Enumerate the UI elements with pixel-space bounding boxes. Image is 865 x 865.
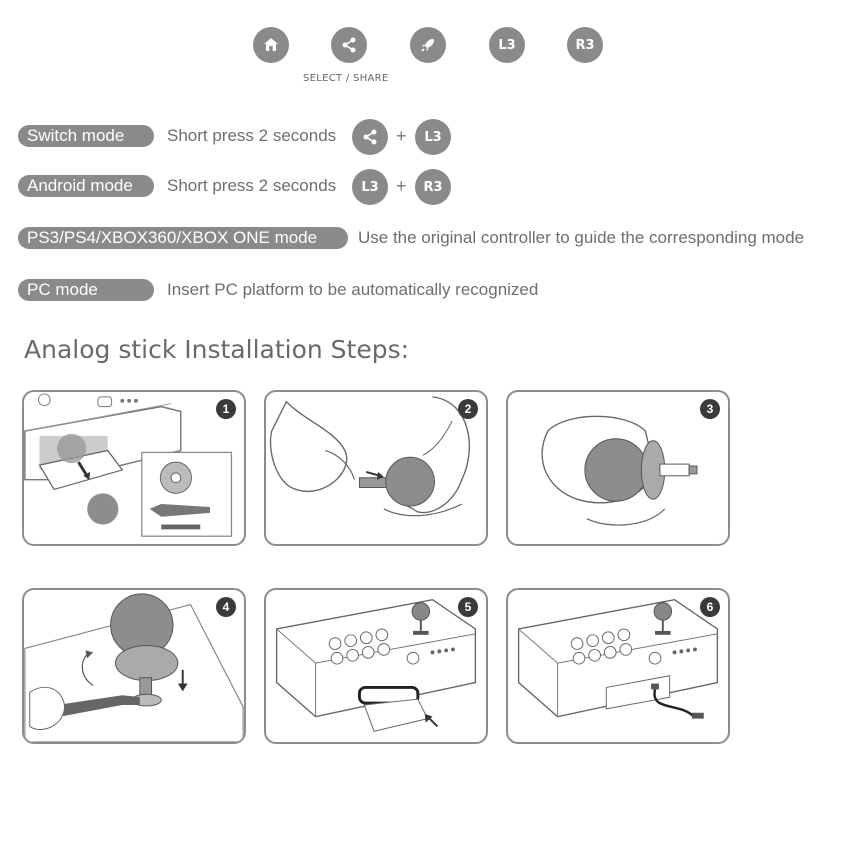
pc-mode-label: PC mode <box>18 279 154 301</box>
android-mode-description: Short press 2 seconds <box>167 176 337 195</box>
step-6-number: 6 <box>700 597 720 617</box>
step-1-illustration <box>24 393 233 537</box>
android-combo-plus: + <box>396 176 407 196</box>
share-caption: SELECT / SHARE <box>303 73 389 84</box>
switch-mode-description: Short press 2 seconds <box>167 126 337 145</box>
turbo-button-icon <box>410 27 446 63</box>
step-5-illustration <box>275 599 477 732</box>
step-4-panel: 4 <box>22 588 246 744</box>
switch-combo-l3-icon: L3 <box>415 119 451 155</box>
step-1-panel: 1 <box>22 390 246 546</box>
step-3-illustration <box>541 415 698 526</box>
android-combo-l3-icon: L3 <box>352 169 388 205</box>
share-icon <box>363 129 377 145</box>
rocket-icon <box>421 39 434 52</box>
switch-mode-label: Switch mode <box>18 125 154 147</box>
r3-button-icon: R3 <box>567 27 603 63</box>
console-mode-description: Use the original controller to guide the… <box>358 228 805 247</box>
android-combo-r3-icon: R3 <box>415 169 451 205</box>
step-2-number: 2 <box>458 399 478 419</box>
share-icon <box>342 37 356 53</box>
step-1-number: 1 <box>216 399 236 419</box>
step-2-panel: 2 <box>264 390 488 546</box>
home-button-icon <box>253 27 289 63</box>
step-3-panel: 3 <box>506 390 730 546</box>
share-button-icon <box>331 27 367 63</box>
android-mode-label: Android mode <box>18 175 154 197</box>
step-6-illustration <box>517 599 719 719</box>
step-4-illustration <box>24 593 244 742</box>
switch-combo-plus: + <box>396 126 407 146</box>
step-6-panel: 6 <box>506 588 730 744</box>
step-4-number: 4 <box>216 597 236 617</box>
installation-heading: Analog stick Installation Steps: <box>24 335 410 364</box>
console-mode-label: PS3/PS4/XBOX360/XBOX ONE mode <box>18 227 348 249</box>
step-2-illustration <box>269 396 470 517</box>
step-3-number: 3 <box>700 399 720 419</box>
home-icon <box>264 38 278 51</box>
step-5-panel: 5 <box>264 588 488 744</box>
switch-combo-share-icon <box>352 119 388 155</box>
step-5-number: 5 <box>458 597 478 617</box>
pc-mode-description: Insert PC platform to be automatically r… <box>167 280 539 299</box>
l3-button-icon: L3 <box>489 27 525 63</box>
